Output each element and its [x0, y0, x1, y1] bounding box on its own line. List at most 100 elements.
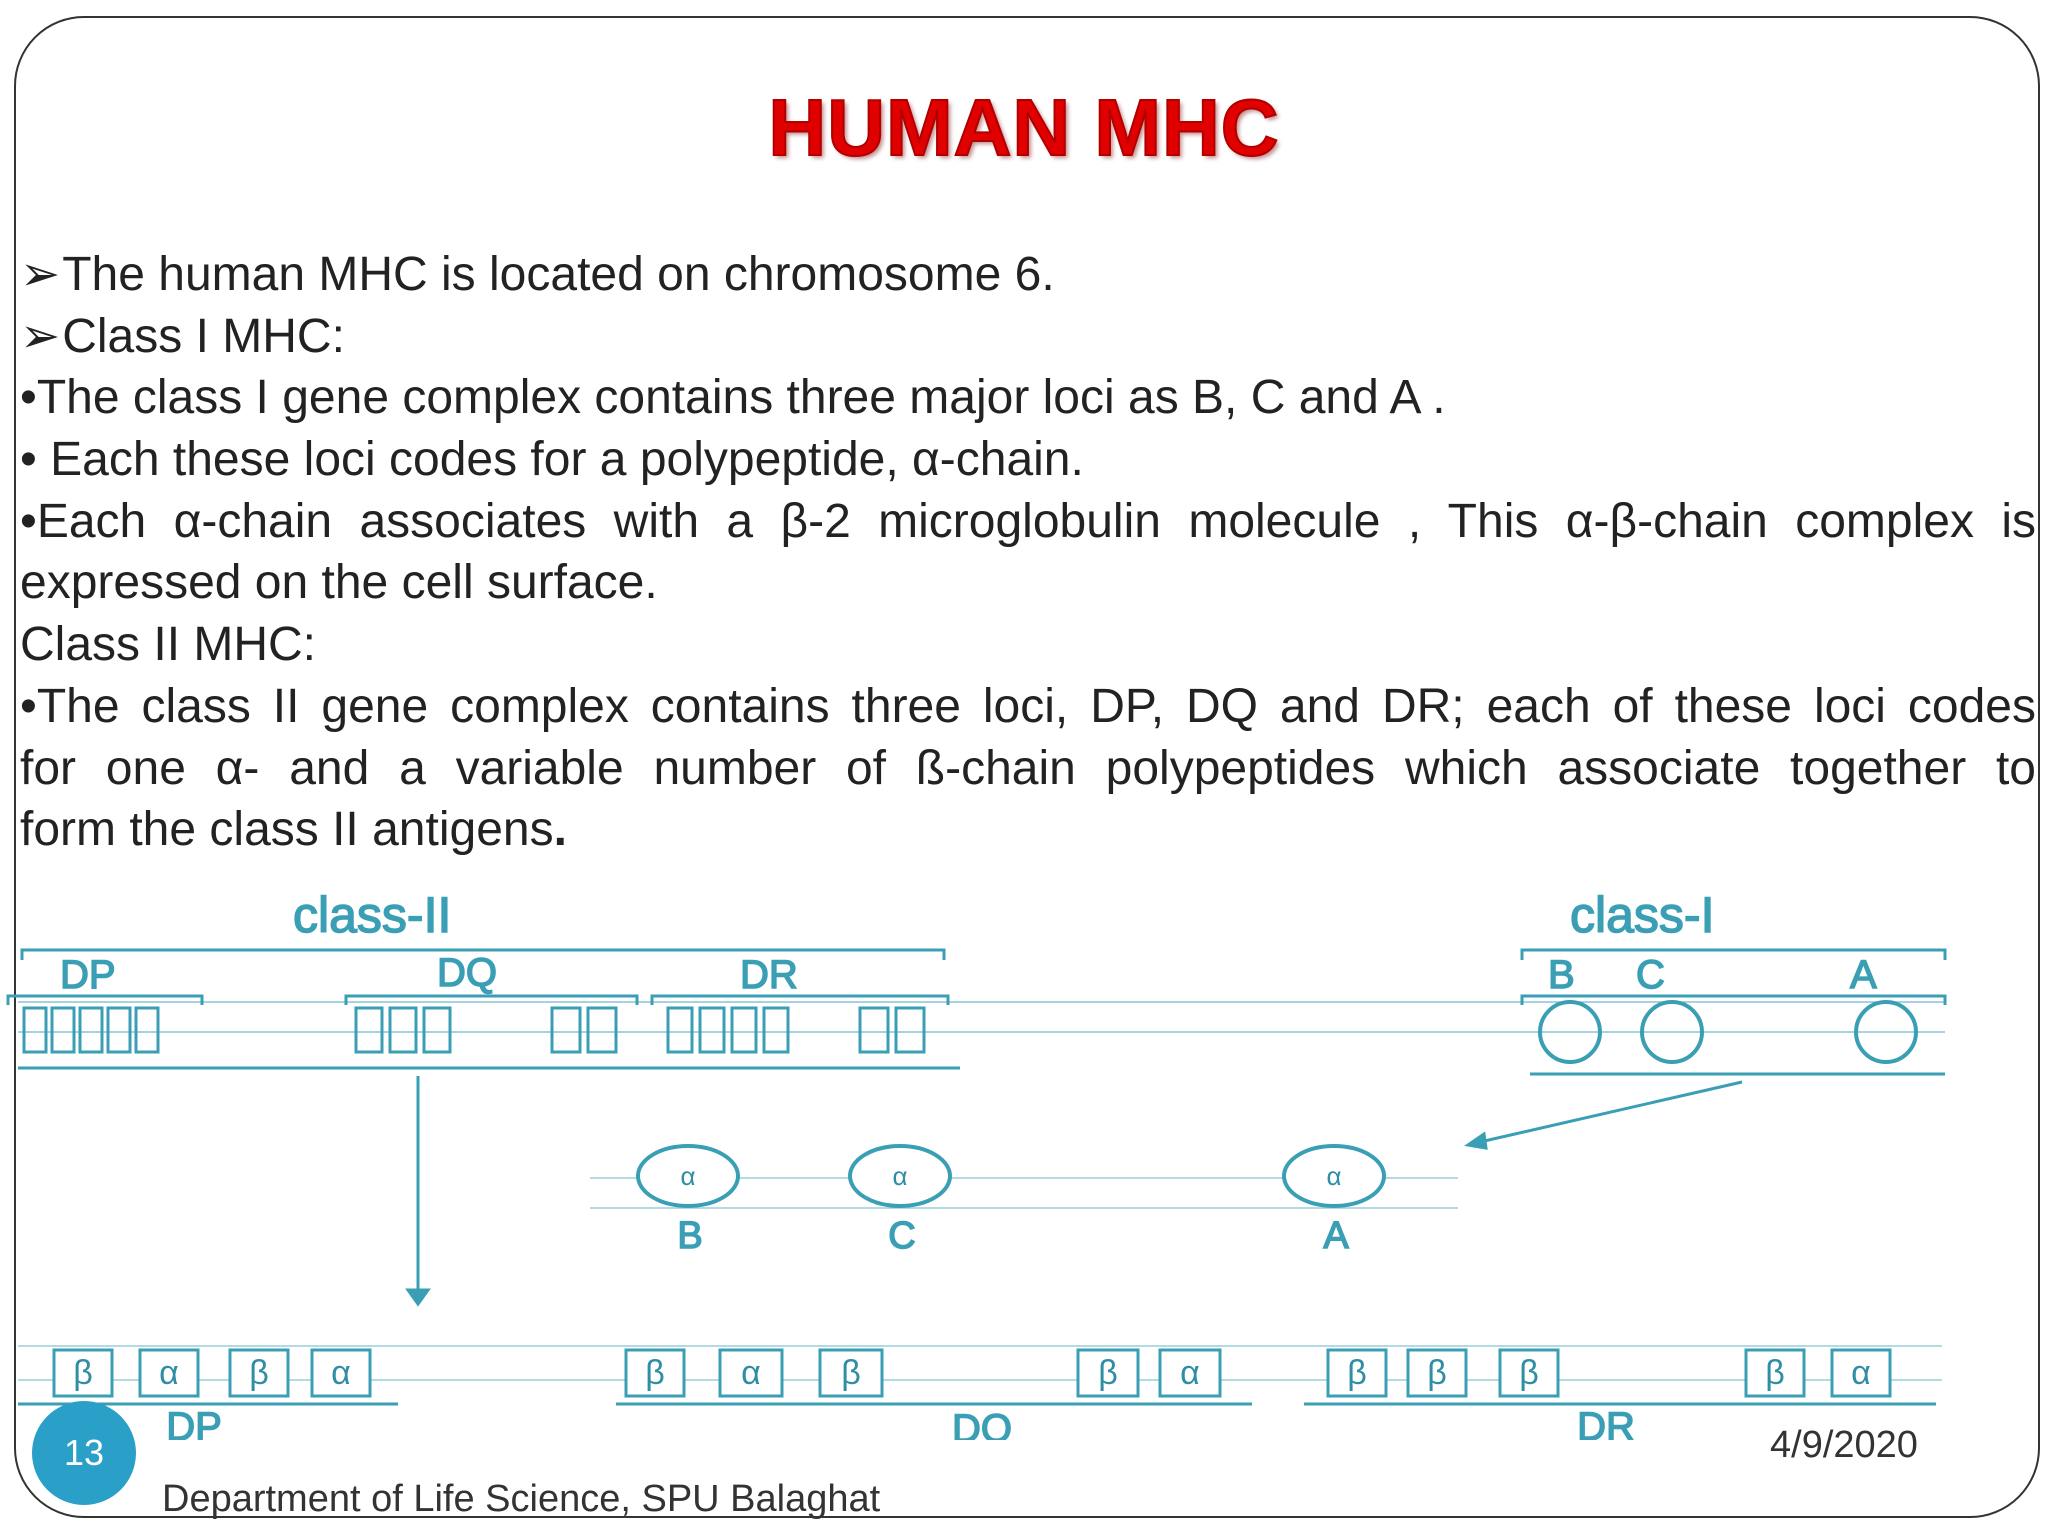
dr-gene-box [698, 1006, 726, 1054]
body-line-text: expressed on the cell surface. [20, 556, 658, 610]
body-line-text: Class I MHC: [62, 309, 345, 363]
body-line-4: • Each these loci codes for a polypeptid… [20, 429, 2036, 491]
alpha-chain-a [1282, 1144, 1386, 1208]
dq-gene-box [550, 1006, 582, 1054]
body-line-trail: . [553, 803, 567, 857]
beta-symbol: β [249, 1354, 269, 1392]
dp-gene-box [106, 1006, 132, 1054]
body-line-text: The class II gene complex contains three… [36, 679, 2036, 733]
alpha-symbol: α [159, 1354, 179, 1392]
body-line-text: The human MHC is located on chromosome 6… [62, 248, 1055, 301]
dq-gene-box [422, 1006, 452, 1054]
chain-box [228, 1348, 290, 1398]
chain-box [138, 1348, 200, 1398]
body-line-text: Class II MHC: [20, 618, 317, 672]
arrow-left-icon [1464, 1131, 1488, 1150]
body-line-text: form the class II antigens [20, 803, 554, 857]
dq-bracket [344, 994, 639, 1005]
arrow-down-icon [405, 1288, 431, 1307]
locus-b-circle [1538, 1000, 1602, 1064]
chain-box [310, 1348, 372, 1398]
slide-title: HUMAN MHC [767, 82, 1280, 173]
chain-box [1498, 1348, 1560, 1398]
dot-bullet-icon: • [20, 679, 37, 733]
dq-gene-box [354, 1006, 384, 1054]
class-ii-bracket [20, 948, 946, 960]
top-a-label: A [1850, 953, 1877, 997]
chain-box [718, 1348, 784, 1398]
beta-symbol: β [1427, 1354, 1447, 1392]
bottom-dq-label: DQ [952, 1407, 1012, 1440]
alpha-symbol: α [331, 1354, 351, 1392]
alpha-symbol: α [680, 1161, 695, 1191]
body-line-3: •The class I gene complex contains three… [20, 367, 2036, 429]
body-line-text: for one α- and a variable number of ß-ch… [20, 741, 2036, 795]
mhc-gene-diagram: class-II class-I DP DQ DR B C A α α α B … [0, 880, 2048, 1440]
middle-a-label: A [1323, 1215, 1349, 1257]
beta-symbol: β [1765, 1354, 1785, 1392]
chain-box [1744, 1348, 1806, 1398]
chain-box [1158, 1348, 1222, 1398]
chain-box [624, 1348, 686, 1398]
class-i-label: class-I [1570, 887, 1714, 943]
dr-gene-box [858, 1006, 890, 1054]
beta-symbol: β [73, 1354, 93, 1392]
body-line-9: for one α- and a variable number of ß-ch… [20, 738, 2036, 800]
slide-date: 4/9/2020 [1770, 1424, 1918, 1466]
chain-box [1326, 1348, 1388, 1398]
dp-gene-box [50, 1006, 76, 1054]
dp-gene-box [78, 1006, 104, 1054]
alpha-chain-c [848, 1144, 952, 1208]
beta-symbol: β [645, 1354, 665, 1392]
bottom-dr-label: DR [1577, 1405, 1635, 1440]
locus-c-circle [1640, 1000, 1704, 1064]
arrow-bullet-icon: ➢ [20, 309, 61, 363]
body-line-6: expressed on the cell surface. [20, 552, 2036, 614]
bca-bracket [1520, 994, 1947, 1005]
beta-symbol: β [1347, 1354, 1367, 1392]
body-line-2: ➢Class I MHC: [20, 306, 2036, 368]
dp-gene-box [134, 1006, 160, 1054]
body-line-5: •Each α-chain associates with a β-2 micr… [20, 491, 2036, 553]
body-line-1: ➢The human MHC is located on chromosome … [20, 244, 2036, 306]
dr-gene-box [762, 1006, 790, 1054]
chain-box [1076, 1348, 1140, 1398]
mhc-diagram-svg: class-II class-I DP DQ DR B C A α α α B … [6, 886, 1947, 1440]
dq-gene-box [388, 1006, 418, 1054]
dr-gene-box [894, 1006, 926, 1054]
dp-gene-box [22, 1006, 48, 1054]
top-dr-label: DR [740, 953, 798, 997]
beta-symbol: β [1098, 1354, 1118, 1392]
top-dq-label: DQ [437, 951, 497, 995]
alpha-symbol: α [741, 1354, 761, 1392]
top-c-label: C [1636, 953, 1665, 997]
slide-body: ➢The human MHC is located on chromosome … [20, 244, 2036, 861]
arrow-bullet-icon: ➢ [20, 248, 61, 301]
class-i-bracket [1520, 948, 1947, 960]
dp-bracket [6, 994, 204, 1005]
middle-b-label: B [677, 1215, 702, 1257]
chain-box [1830, 1348, 1892, 1398]
class-i-arrow-line [1479, 1080, 1743, 1144]
middle-c-label: C [888, 1215, 915, 1257]
body-line-text: Each α-chain associates with a β-2 micro… [36, 494, 2036, 548]
beta-symbol: β [1519, 1354, 1539, 1392]
body-line-8: •The class II gene complex contains thre… [20, 676, 2036, 738]
page-number-badge: 13 [32, 1401, 136, 1505]
top-b-label: B [1548, 953, 1575, 997]
chain-box [818, 1348, 884, 1398]
dot-bullet-icon: • [20, 494, 37, 548]
slide-footer: Department of Life Science, SPU Balaghat [162, 1478, 881, 1520]
alpha-symbol: α [1326, 1161, 1341, 1191]
beta-symbol: β [841, 1354, 861, 1392]
class-ii-label: class-II [293, 887, 451, 943]
dot-bullet-icon: • [20, 371, 37, 425]
body-line-10: form the class II antigens. [20, 799, 2036, 861]
slide-frame [14, 16, 2040, 1518]
dr-gene-box [730, 1006, 758, 1054]
alpha-symbol: α [1180, 1354, 1200, 1392]
alpha-symbol: α [892, 1161, 907, 1191]
body-line-7: Class II MHC: [20, 614, 2036, 676]
chain-box [1406, 1348, 1468, 1398]
top-dp-label: DP [60, 953, 116, 997]
